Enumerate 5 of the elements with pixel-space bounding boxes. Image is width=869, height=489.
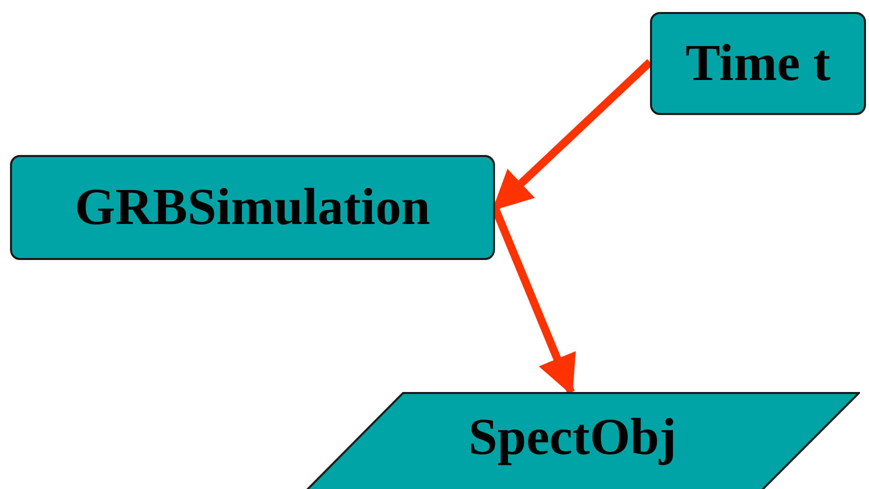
node-label: SpectObj (468, 412, 676, 464)
node-label: Time t (686, 38, 830, 90)
node-label: GRBSimulation (74, 182, 430, 234)
process-box (10, 155, 495, 260)
process-box (650, 12, 866, 115)
